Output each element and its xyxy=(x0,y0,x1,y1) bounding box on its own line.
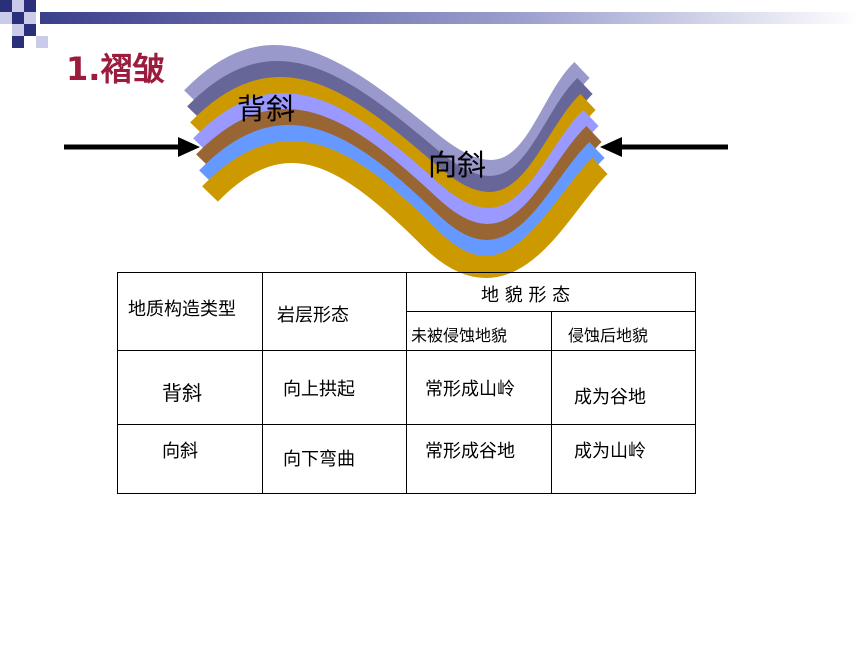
header-cell-uneroded: 未被侵蚀地貌 xyxy=(406,311,552,351)
row-rock: 向上拱起 xyxy=(283,379,355,400)
row-cell-rock: 向上拱起 xyxy=(262,350,407,425)
row-cell-type: 背斜 xyxy=(117,350,263,425)
header-uneroded: 未被侵蚀地貌 xyxy=(411,326,508,345)
right-compression-arrow xyxy=(600,137,728,157)
row-uneroded: 常形成谷地 xyxy=(425,441,515,462)
anticline-label: 背斜 xyxy=(237,92,296,126)
rock-layer xyxy=(199,125,605,262)
syncline-label: 向斜 xyxy=(428,148,487,182)
header-decoration xyxy=(0,0,860,48)
row-cell-type: 向斜 xyxy=(117,424,263,494)
row-cell-eroded: 成为山岭 xyxy=(551,424,696,494)
header-cell-rock: 岩层形态 xyxy=(262,272,407,351)
header-rock: 岩层形态 xyxy=(277,305,349,326)
page-title: 1.褶皱 xyxy=(66,50,165,88)
row-cell-eroded: 成为谷地 xyxy=(551,350,696,425)
row-cell-uneroded: 常形成山岭 xyxy=(406,350,552,425)
row-cell-rock: 向下弯曲 xyxy=(262,424,407,494)
row-eroded: 成为山岭 xyxy=(574,441,646,462)
header-eroded: 侵蚀后地貌 xyxy=(568,326,649,345)
row-type: 向斜 xyxy=(162,441,198,462)
rock-layer xyxy=(202,141,608,278)
row-rock: 向下弯曲 xyxy=(283,449,355,470)
fold-diagram xyxy=(64,45,728,278)
row-eroded: 成为谷地 xyxy=(574,387,646,408)
table-row: 背斜 向上拱起 常形成山岭 成为谷地 xyxy=(117,350,696,425)
left-compression-arrow xyxy=(64,137,200,157)
row-uneroded: 常形成山岭 xyxy=(425,379,515,400)
header-cell-type: 地质构造类型 xyxy=(117,272,263,351)
fold-table: 地质构造类型 岩层形态 地 貌 形 态 未被侵蚀地貌 侵蚀后地貌 背斜 向上拱起 xyxy=(117,272,696,494)
table-row: 向斜 向下弯曲 常形成谷地 成为山岭 xyxy=(117,424,696,494)
header-landform: 地 貌 形 态 xyxy=(481,285,571,306)
header-type: 地质构造类型 xyxy=(128,299,236,320)
row-cell-uneroded: 常形成谷地 xyxy=(406,424,552,494)
header-cell-landform: 地 貌 形 态 xyxy=(406,272,696,312)
header-cell-eroded: 侵蚀后地貌 xyxy=(551,311,696,351)
row-type: 背斜 xyxy=(162,381,202,405)
